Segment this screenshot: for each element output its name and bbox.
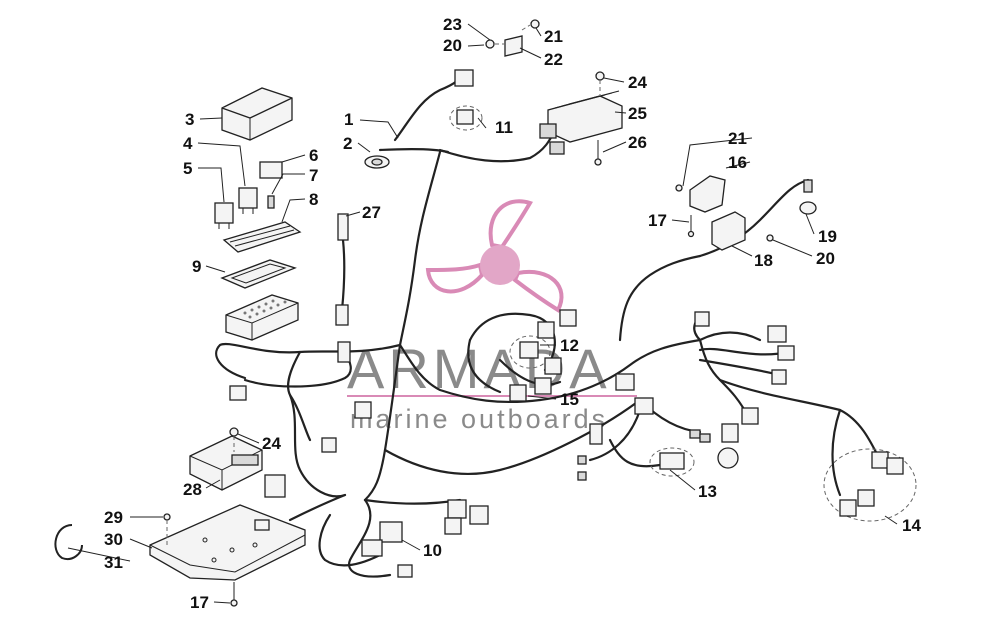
callout-5: 5 — [183, 159, 192, 178]
callout-14: 14 — [902, 516, 921, 535]
ecu-module — [189, 435, 263, 491]
callout-26: 26 — [628, 133, 647, 152]
leader-lines — [67, 23, 898, 604]
callout-28: 28 — [183, 480, 202, 499]
callout-11: 11 — [495, 118, 513, 137]
callout-17-bottom: 17 — [190, 593, 209, 612]
brand-subtitle: marine outboards — [350, 404, 608, 434]
sensor-27 — [335, 213, 349, 326]
callout-3: 3 — [185, 110, 194, 129]
relay-4 — [238, 187, 258, 214]
connectors-left — [229, 341, 489, 578]
screw-26 — [594, 140, 602, 166]
callout-25: 25 — [628, 104, 647, 123]
callout-4: 4 — [183, 134, 193, 153]
connector-12 — [509, 309, 577, 375]
screw-29 — [163, 513, 171, 545]
callout-20-top: 20 — [443, 36, 462, 55]
callout-21-top: 21 — [544, 27, 563, 46]
connector-19 — [799, 179, 817, 215]
callout-22: 22 — [544, 50, 563, 69]
callout-30: 30 — [104, 530, 123, 549]
callout-15: 15 — [560, 390, 579, 409]
clip-31 — [54, 524, 83, 560]
fuse-box-seal — [220, 259, 297, 289]
callout-6: 6 — [309, 146, 318, 165]
callout-7: 7 — [309, 166, 318, 185]
bracket-16 — [675, 175, 726, 213]
connector-11 — [449, 105, 483, 131]
fuse-7 — [267, 195, 275, 209]
callout-12: 12 — [560, 336, 579, 355]
callout-29: 29 — [104, 508, 123, 527]
callout-labels: 3 4 5 6 7 8 9 1 2 27 11 23 20 21 22 24 2… — [104, 15, 921, 612]
fuse-label-sheet — [222, 221, 302, 253]
relay-5 — [214, 202, 234, 229]
callout-20-right: 20 — [816, 249, 835, 268]
screw-24-top — [595, 71, 605, 96]
callout-10: 10 — [423, 541, 442, 560]
callout-17-right: 17 — [648, 211, 667, 230]
callout-23: 23 — [443, 15, 462, 34]
callout-24-top: 24 — [628, 73, 647, 92]
connector-group-14 — [823, 448, 917, 522]
callout-27: 27 — [362, 203, 381, 222]
watermark-logo: ARMADA marine outboards — [347, 199, 637, 434]
callout-2: 2 — [343, 134, 352, 153]
brand-underline — [347, 395, 637, 397]
callout-24-bottom: 24 — [262, 434, 281, 453]
fuse-box-cover — [221, 87, 293, 141]
fuse-block — [225, 294, 299, 341]
screw-17-bottom — [230, 582, 238, 607]
mounting-plate — [149, 504, 306, 581]
callout-19: 19 — [818, 227, 837, 246]
callout-18: 18 — [754, 251, 773, 270]
connector-13 — [649, 447, 695, 477]
grommet-2 — [364, 155, 390, 169]
connector-top — [454, 69, 474, 87]
screw-17-right — [687, 215, 695, 238]
relay-6 — [259, 161, 283, 179]
screw-24-bottom — [229, 427, 239, 452]
callout-31: 31 — [104, 553, 123, 572]
voltage-regulator — [539, 90, 623, 155]
connectors-right — [577, 311, 795, 481]
connector-15 — [509, 377, 552, 402]
callout-13: 13 — [698, 482, 717, 501]
callout-1: 1 — [344, 110, 353, 129]
callout-21-right: 21 — [728, 129, 747, 148]
propeller-icon — [425, 199, 564, 313]
coil-18 — [711, 211, 774, 251]
bracket-22 — [485, 19, 540, 57]
callout-8: 8 — [309, 190, 318, 209]
callout-9: 9 — [192, 257, 201, 276]
callout-16: 16 — [728, 153, 747, 172]
